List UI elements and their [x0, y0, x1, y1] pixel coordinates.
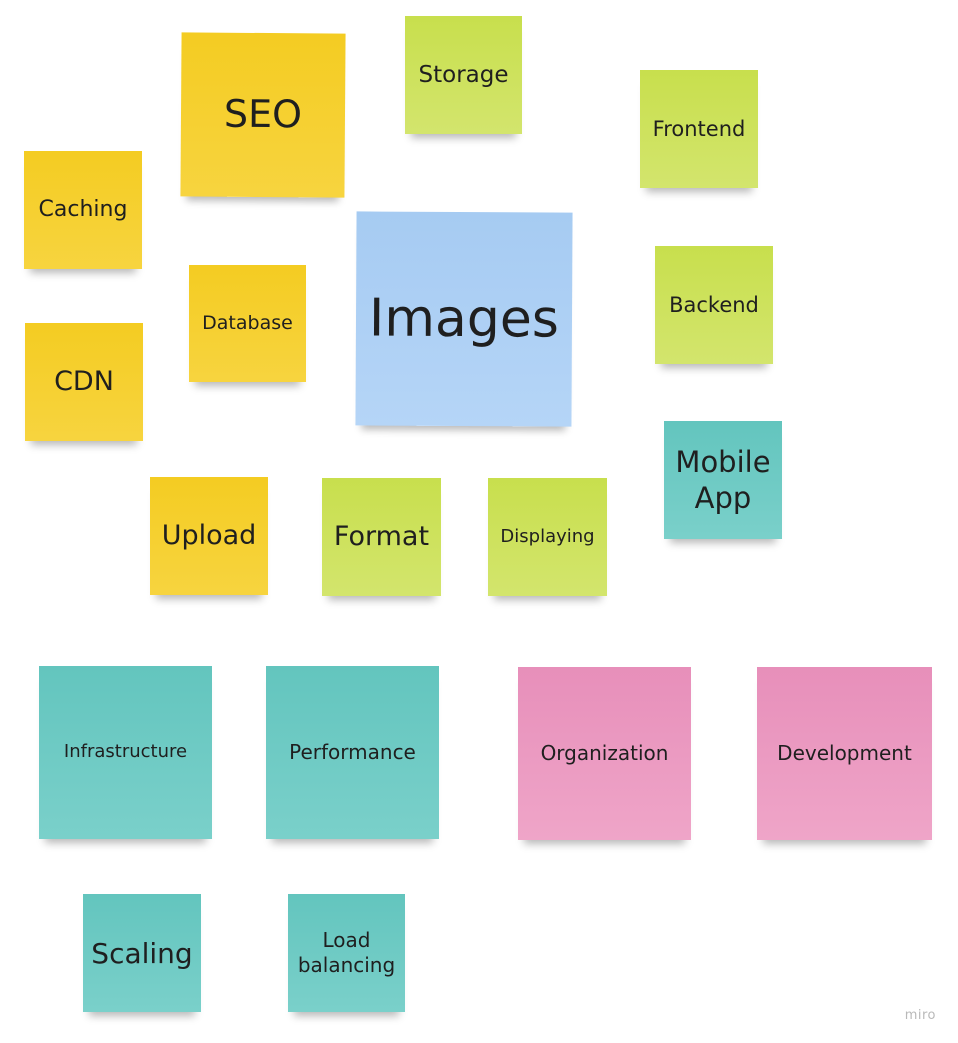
sticky-note-storage[interactable]: Storage	[405, 16, 522, 134]
sticky-note-text: CDN	[54, 366, 114, 398]
sticky-note-text: Images	[368, 288, 560, 349]
sticky-note-text: Scaling	[91, 936, 193, 970]
sticky-note-upload[interactable]: Upload	[150, 477, 268, 595]
sticky-note-organization[interactable]: Organization	[518, 667, 691, 840]
sticky-note-text: SEO	[223, 91, 303, 137]
sticky-note-text: Caching	[38, 197, 128, 223]
sticky-note-database[interactable]: Database	[189, 265, 306, 382]
sticky-note-format[interactable]: Format	[322, 478, 441, 596]
sticky-note-text: Infrastructure	[63, 741, 188, 763]
sticky-note-seo[interactable]: SEO	[180, 32, 346, 198]
sticky-note-displaying[interactable]: Displaying	[488, 478, 607, 596]
sticky-note-cdn[interactable]: CDN	[25, 323, 143, 441]
sticky-note-caching[interactable]: Caching	[24, 151, 142, 269]
sticky-note-frontend[interactable]: Frontend	[640, 70, 758, 188]
sticky-note-text: Organization	[540, 741, 669, 765]
sticky-note-load-balancing[interactable]: Load balancing	[288, 894, 405, 1012]
sticky-note-text: Frontend	[652, 116, 746, 141]
sticky-note-text: Displaying	[500, 525, 595, 547]
sticky-note-text: Development	[777, 741, 912, 765]
sticky-note-images[interactable]: Images	[355, 211, 573, 427]
sticky-note-text: Backend	[669, 292, 759, 317]
sticky-note-text: Storage	[418, 61, 509, 88]
sticky-note-backend[interactable]: Backend	[655, 246, 773, 364]
miro-logo: miro	[904, 1008, 936, 1023]
sticky-note-infrastructure[interactable]: Infrastructure	[39, 666, 212, 839]
sticky-note-text: Upload	[161, 520, 257, 552]
sticky-note-mobile-app[interactable]: Mobile App	[664, 421, 782, 539]
sticky-note-scaling[interactable]: Scaling	[83, 894, 201, 1012]
sticky-note-text: Performance	[289, 740, 416, 764]
sticky-note-text: Format	[333, 521, 430, 553]
sticky-note-text: Load balancing	[297, 928, 396, 977]
sticky-note-text: Database	[202, 311, 293, 334]
sticky-note-text: Mobile App	[675, 444, 771, 515]
sticky-note-performance[interactable]: Performance	[266, 666, 439, 839]
sticky-note-development[interactable]: Development	[757, 667, 932, 840]
